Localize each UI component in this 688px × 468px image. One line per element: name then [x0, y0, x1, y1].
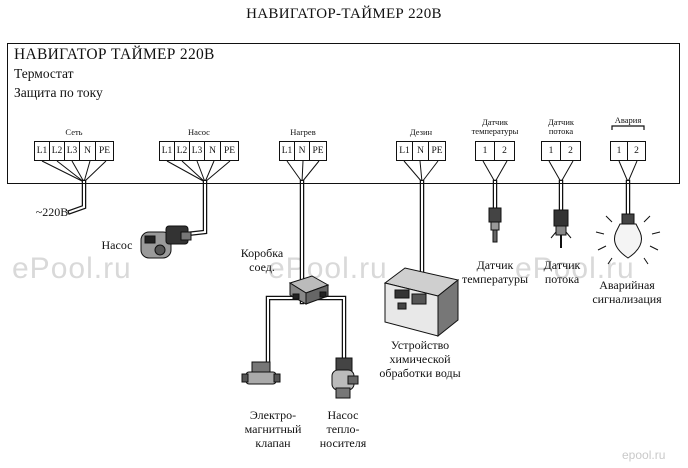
- controller-panel: [7, 43, 680, 184]
- terminal-cell: PE: [98, 146, 111, 156]
- page-title: НАВИГАТОР-ТАЙМЕР 220В: [246, 6, 442, 22]
- label-line: Насос: [327, 408, 359, 422]
- terminal-cell: 2: [568, 146, 573, 156]
- terminal-cell: 2: [634, 146, 639, 156]
- label-line: магнитный: [244, 422, 302, 436]
- label-line: Устройство: [390, 338, 450, 352]
- flow-sensor-label: Датчик потока: [536, 258, 588, 286]
- dosing-fanout: [403, 160, 439, 183]
- terminal-label-dosing: Дезин: [409, 127, 433, 137]
- label-line: температуры: [461, 272, 529, 286]
- heat-carrier-pump-icon: [331, 357, 359, 399]
- label-line: Аварийная: [599, 278, 655, 292]
- alarm-fanout: [618, 160, 638, 183]
- label-line: Электро-: [249, 408, 297, 422]
- label-line: тепло-: [326, 422, 360, 436]
- alarm-bulb-icon: [595, 213, 661, 265]
- solenoid-valve-label: Электро- магнитный клапан: [236, 408, 310, 450]
- panel-feature-current-protection: Защита по току: [14, 85, 103, 100]
- pump-fanout: [166, 160, 231, 183]
- solenoid-valve-icon: [241, 361, 281, 385]
- label-line: Датчик: [543, 258, 581, 272]
- terminal-label-pump: Насос: [188, 127, 210, 137]
- chemical-unit-label: Устройство химической обработки воды: [368, 338, 472, 380]
- label-line: обработки воды: [379, 366, 461, 380]
- corner-mark: epool.ru: [622, 448, 666, 462]
- terminal-cell: 1: [542, 142, 561, 160]
- label-line: носителя: [319, 436, 367, 450]
- heater-fanout: [286, 160, 320, 183]
- terminal-block-heater: L1 N PE: [279, 141, 327, 161]
- terminal-label-temp-sensor: Датчик температуры: [471, 117, 519, 136]
- junction-box-label: Коробка соед.: [232, 246, 292, 274]
- terminal-cell: PE: [431, 146, 443, 156]
- label-line: сигнализация: [592, 292, 662, 306]
- label-line: клапан: [255, 436, 291, 450]
- panel-title: НАВИГАТОР ТАЙМЕР 220В: [14, 46, 215, 63]
- pump-label: Насос: [101, 238, 133, 252]
- terminal-cell: L1: [280, 142, 295, 160]
- terminal-cell: L2: [50, 142, 65, 160]
- terminal-block-mains: L1 L2 L3 N PE: [34, 141, 114, 161]
- junction-box-icon: [288, 275, 330, 305]
- terminal-label-heater: Нагрев: [290, 127, 316, 137]
- terminal-cell: L1: [35, 142, 50, 160]
- temp-sensor-fanout: [482, 160, 508, 183]
- watermark-right: ePool.ru: [515, 252, 635, 285]
- terminal-block-temp-sensor: 1 2: [475, 141, 515, 161]
- terminal-cell: N: [205, 142, 221, 160]
- pump-icon: [140, 225, 192, 259]
- label-line: химической: [389, 352, 451, 366]
- temperature-sensor-label: Датчик температуры: [455, 258, 535, 286]
- terminal-cell: L2: [175, 142, 190, 160]
- terminal-cell: 1: [476, 142, 495, 160]
- watermark-center: ePool.ru: [268, 252, 388, 285]
- label-line: соед.: [249, 260, 275, 274]
- terminal-cell: L1: [160, 142, 175, 160]
- temperature-sensor-icon: [488, 207, 502, 243]
- terminal-block-dosing: L1 N PE: [396, 141, 446, 161]
- terminal-block-flow-sensor: 1 2: [541, 141, 581, 161]
- terminal-cell: 2: [502, 146, 507, 156]
- terminal-label-flow-sensor: Датчик потока: [547, 117, 575, 136]
- chemical-unit-icon: [383, 267, 460, 338]
- alarm-bracket: [611, 125, 645, 130]
- terminal-cell: L3: [65, 142, 80, 160]
- terminal-cell: N: [80, 142, 96, 160]
- terminal-cell: PE: [223, 146, 236, 156]
- terminal-label-mains: Сеть: [65, 127, 83, 137]
- terminal-cell: N: [413, 142, 429, 160]
- terminal-block-pump: L1 L2 L3 N PE: [159, 141, 239, 161]
- pump-cable: [184, 179, 208, 237]
- heat-pump-cable: [317, 295, 347, 361]
- terminal-cell: N: [295, 142, 310, 160]
- valve-cable: [265, 295, 305, 366]
- terminal-cell: PE: [312, 146, 324, 156]
- watermark-left: ePool.ru: [12, 252, 132, 285]
- terminal-cell: L3: [190, 142, 205, 160]
- label-line: Коробка: [240, 246, 284, 260]
- panel-feature-thermostat: Термостат: [14, 66, 74, 81]
- terminal-cell: 1: [611, 142, 628, 160]
- label-line: потока: [544, 272, 580, 286]
- mains-label: ~220В: [35, 205, 69, 219]
- alarm-label: Аварийная сигнализация: [584, 278, 670, 306]
- flow-sensor-fanout: [548, 160, 574, 183]
- terminal-cell: L1: [397, 142, 413, 160]
- mains-fanout: [41, 160, 107, 183]
- label-line: Датчик: [476, 258, 514, 272]
- terminal-block-alarm: 1 2: [610, 141, 646, 161]
- terminal-label-alarm: Авария: [614, 115, 642, 125]
- flow-sensor-icon: [550, 209, 572, 248]
- heat-carrier-pump-label: Насос тепло- носителя: [312, 408, 374, 450]
